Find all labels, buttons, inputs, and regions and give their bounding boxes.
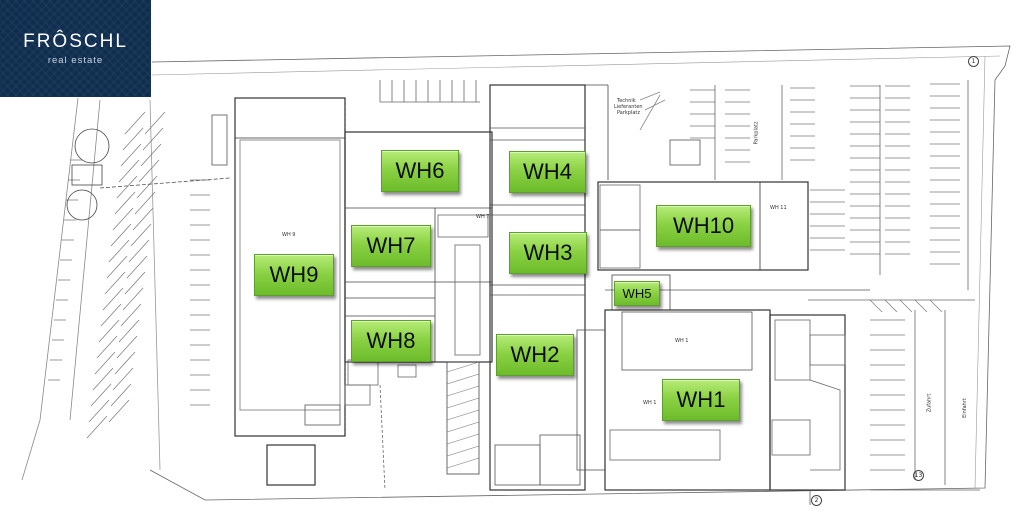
warehouse-label-wh3[interactable]: WH3 [509,232,587,274]
plan-label-wh9: WH 9 [282,232,296,238]
plan-label-wh1-b: WH 1 [643,400,657,406]
plan-label-wh7: WH 7 [476,214,490,220]
plan-marker-1: 1 [968,56,979,67]
warehouse-label-wh6[interactable]: WH6 [381,150,459,192]
plan-label-einfahrt: Einfahrt [961,398,968,418]
warehouse-label-wh7[interactable]: WH7 [351,225,431,267]
plan-label-parkplatz2: Parkplatz [617,110,641,116]
plan-label-zufahrt: Zufahrt [926,393,933,413]
logo-tagline: real estate [47,55,104,66]
warehouse-label-wh2[interactable]: WH2 [496,334,574,376]
warehouse-label-wh10[interactable]: WH10 [656,205,751,247]
plan-marker-13: 13 [913,470,924,481]
warehouse-label-wh4[interactable]: WH4 [509,151,586,193]
plan-label-wh1: WH 1 [675,338,689,344]
warehouse-label-wh1[interactable]: WH1 [662,379,740,421]
froschl-logo: FRÔSCHL real estate [0,0,151,97]
warehouse-label-wh8[interactable]: WH8 [351,320,431,362]
plan-label-parkplatz: Parkplatz [753,121,760,145]
logo-brand: FRÔSCHL [23,31,128,52]
warehouse-label-wh5[interactable]: WH5 [614,281,660,306]
warehouse-label-wh9[interactable]: WH9 [254,254,334,296]
plan-label-technik: Technik [617,98,636,104]
plan-label-lieferanten: Lieferanten [614,104,643,110]
plan-label-wh11: WH 11 [770,205,787,211]
plan-marker-2: 2 [811,495,822,506]
